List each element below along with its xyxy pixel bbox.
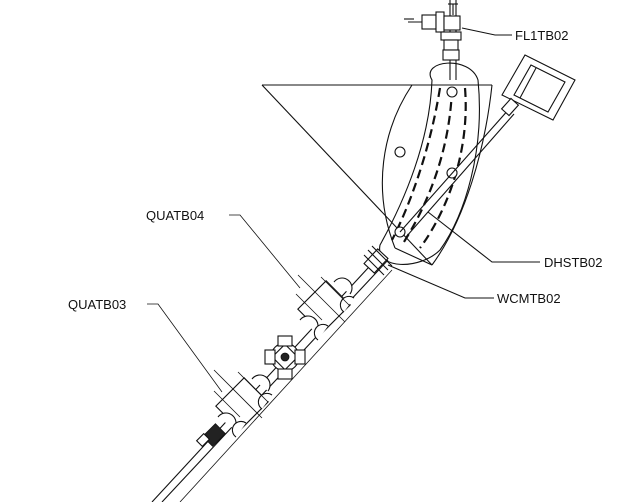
- label-wcmtb02: WCMTB02: [497, 291, 561, 306]
- quadrupole-quatb03: [213, 369, 273, 438]
- gate-valve: [195, 423, 226, 448]
- label-quatb03: QUATB03: [68, 297, 126, 312]
- flag-fl1tb02: [404, 0, 462, 80]
- diagnostic-cross: [264, 335, 306, 380]
- quadrupole-quatb04: [295, 274, 355, 341]
- label-dhstb02: DHSTB02: [544, 255, 603, 270]
- label-quatb04: QUATB04: [146, 208, 204, 223]
- label-fl1tb02: FL1TB02: [515, 28, 568, 43]
- side-chamber-box: [501, 54, 576, 121]
- dipole-vacuum-chamber: [379, 62, 480, 265]
- main-beam-pipe: [151, 254, 393, 502]
- wcm-wcmtb02: [363, 245, 393, 276]
- dipole-chamber: [261, 84, 493, 266]
- leader-lines: [147, 27, 540, 393]
- branch-pipe: [399, 97, 520, 238]
